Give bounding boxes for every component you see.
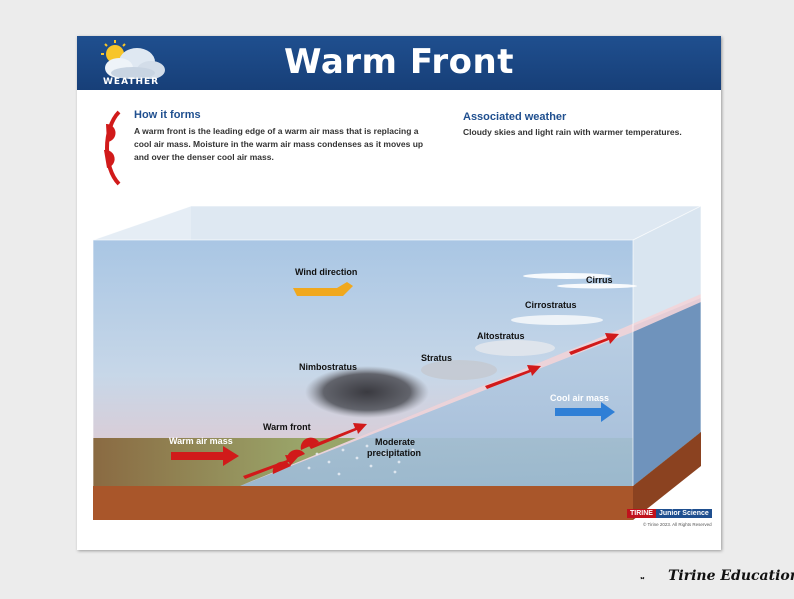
label-wind-direction: Wind direction — [295, 267, 358, 277]
stratus-cloud — [421, 360, 497, 380]
warm-rising-arrows — [243, 333, 619, 479]
label-warm-front: Warm front — [263, 422, 311, 432]
butterfly-icon — [640, 576, 645, 580]
nimbostratus-cloud — [305, 366, 429, 418]
how-it-forms-text: A warm front is the leading edge of a wa… — [134, 126, 424, 162]
poster: WEATHER Warm Front How it forms A warm f… — [77, 36, 721, 550]
cirrus-cloud — [523, 273, 611, 279]
box-top — [93, 206, 701, 240]
signature-text: Tirine Education — [668, 568, 794, 584]
cool-air-arrow — [555, 402, 615, 422]
brand-name: TIRINE — [627, 509, 656, 518]
page-title: Warm Front — [284, 42, 514, 82]
label-stratus: Stratus — [421, 353, 453, 363]
wind-direction-arrow — [293, 282, 353, 296]
label-altostratus: Altostratus — [477, 331, 525, 341]
label-nimbostratus: Nimbostratus — [299, 362, 358, 372]
label-warm-air-mass: Warm air mass — [169, 436, 233, 446]
associated-weather-text: Cloudy skies and light rain with warmer … — [463, 127, 682, 137]
logo-label: WEATHER — [103, 77, 160, 87]
altostratus-cloud — [475, 340, 555, 356]
label-precip-line1: Moderate — [375, 437, 416, 447]
ground-side — [633, 432, 701, 520]
label-precip-line2: precipitation — [367, 448, 422, 458]
title-banner: WEATHER Warm Front — [77, 36, 721, 90]
ground-front — [93, 486, 633, 520]
cool-air-side — [633, 298, 701, 486]
warm-air-arrow — [171, 446, 239, 466]
associated-weather-heading: Associated weather — [463, 111, 567, 123]
label-cirrostratus: Cirrostratus — [525, 300, 577, 310]
rain-dots — [307, 444, 415, 476]
cirrostratus-cloud — [511, 315, 603, 325]
cirrus-cloud — [557, 283, 637, 289]
label-cool-air-mass: Cool air mass — [550, 393, 610, 403]
warm-front-diagram — [92, 205, 702, 520]
how-it-forms-heading: How it forms — [134, 109, 201, 121]
weather-cloud-sun-icon — [101, 40, 165, 79]
warm-front-symbol-icon — [104, 110, 121, 186]
copyright-text: © Tirine 2023. All Rights Reserved — [643, 522, 712, 527]
brand-series: Junior Science — [655, 509, 712, 518]
label-cirrus: Cirrus — [586, 275, 613, 285]
